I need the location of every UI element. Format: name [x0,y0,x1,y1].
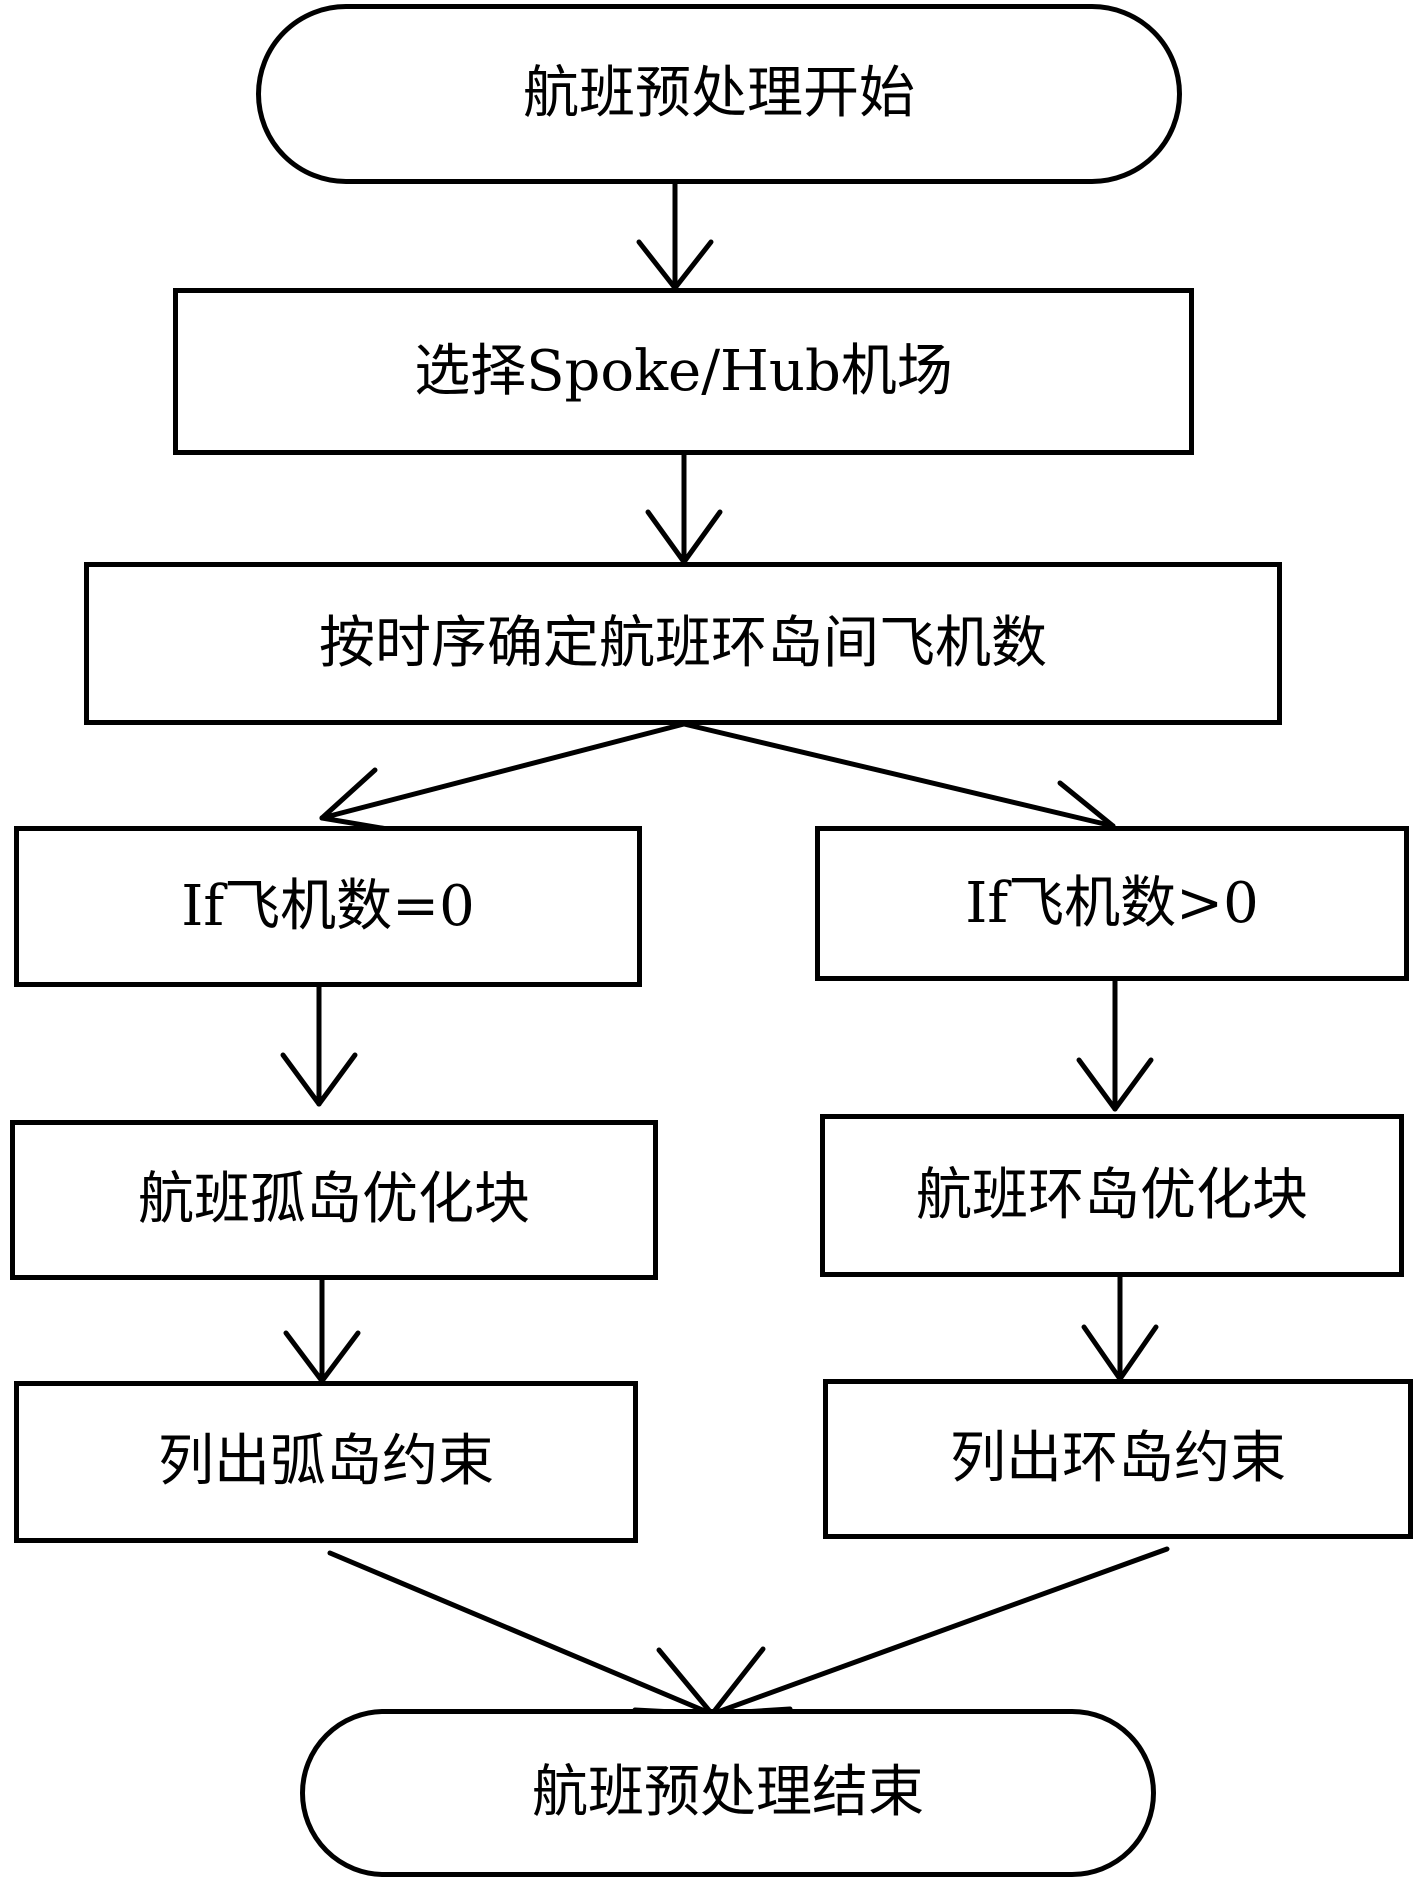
start-node-label: 航班预处理开始 [523,61,915,126]
if-positive-node: If飞机数>0 [815,826,1409,981]
loop-opt-node: 航班环岛优化块 [820,1114,1404,1277]
arrow-select-to-count [645,452,723,565]
loop-opt-node-label: 航班环岛优化块 [916,1162,1308,1228]
if-positive-node-label: If飞机数>0 [965,870,1259,936]
end-node-label: 航班预处理结束 [532,1760,924,1825]
arrow-isolated-constraints-to-end [327,1550,715,1717]
arrow-start-to-select [636,180,714,291]
count-planes-node-label: 按时序确定航班环岛间飞机数 [319,610,1047,676]
isolated-constraints-node: 列出弧岛约束 [14,1381,638,1543]
isolated-opt-node-label: 航班孤岛优化块 [138,1167,530,1232]
arrow-if-zero-to-isolated-opt [280,978,358,1107]
isolated-constraints-node-label: 列出弧岛约束 [158,1429,494,1494]
arrow-loop-constraints-to-end [709,1546,1170,1717]
start-node: 航班预处理开始 [256,4,1182,184]
end-node: 航班预处理结束 [300,1709,1156,1877]
arrow-loop-opt-to-constraints [1081,1274,1159,1382]
arrow-count-to-if-zero [319,721,687,833]
loop-constraints-node-label: 列出环岛约束 [950,1426,1286,1491]
loop-constraints-node: 列出环岛约束 [823,1379,1413,1539]
arrow-isolated-opt-to-constraints [283,1277,361,1384]
arrow-if-positive-to-loop-opt [1076,978,1154,1112]
if-zero-node: If飞机数=0 [14,826,642,987]
count-planes-node: 按时序确定航班环岛间飞机数 [84,562,1282,725]
select-airport-node-label: 选择Spoke/Hub机场 [414,338,953,404]
isolated-opt-node: 航班孤岛优化块 [10,1120,658,1280]
select-airport-node: 选择Spoke/Hub机场 [173,288,1194,455]
if-zero-node-label: If飞机数=0 [181,873,475,939]
